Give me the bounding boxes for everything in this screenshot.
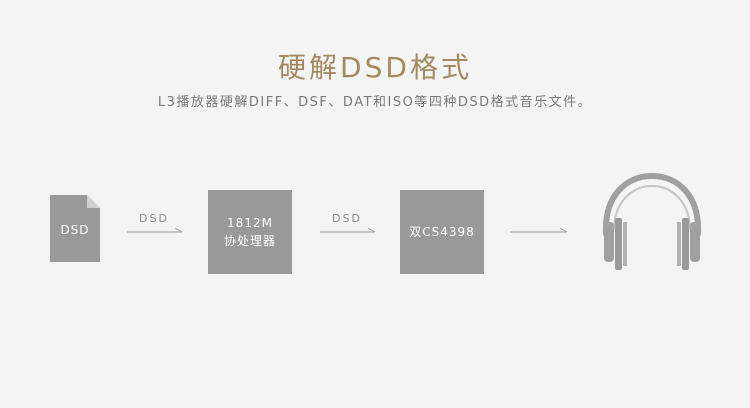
page-title: 硬解DSD格式 [278, 51, 472, 84]
arrow-right-icon [127, 227, 183, 233]
arrow-right-icon [510, 227, 568, 233]
arrow-label-dsd-2: DSD [332, 212, 362, 225]
source-label: DSD [60, 223, 90, 237]
page-subtitle: L3播放器硬解DIFF、DSF、DAT和ISO等四种DSD格式音乐文件。 [157, 95, 593, 110]
arrow-label-dsd-1: DSD [139, 212, 169, 225]
dac-block: 双CS4398 [400, 190, 484, 274]
headphones-icon [602, 172, 702, 270]
arrow-right-icon [320, 227, 376, 233]
dac-label: 双CS4398 [409, 225, 475, 239]
processor-model: 1812M [227, 216, 273, 230]
document-icon [50, 195, 100, 262]
processor-block: 1812M 协处理器 [208, 190, 292, 274]
processor-name: 协处理器 [223, 234, 276, 248]
